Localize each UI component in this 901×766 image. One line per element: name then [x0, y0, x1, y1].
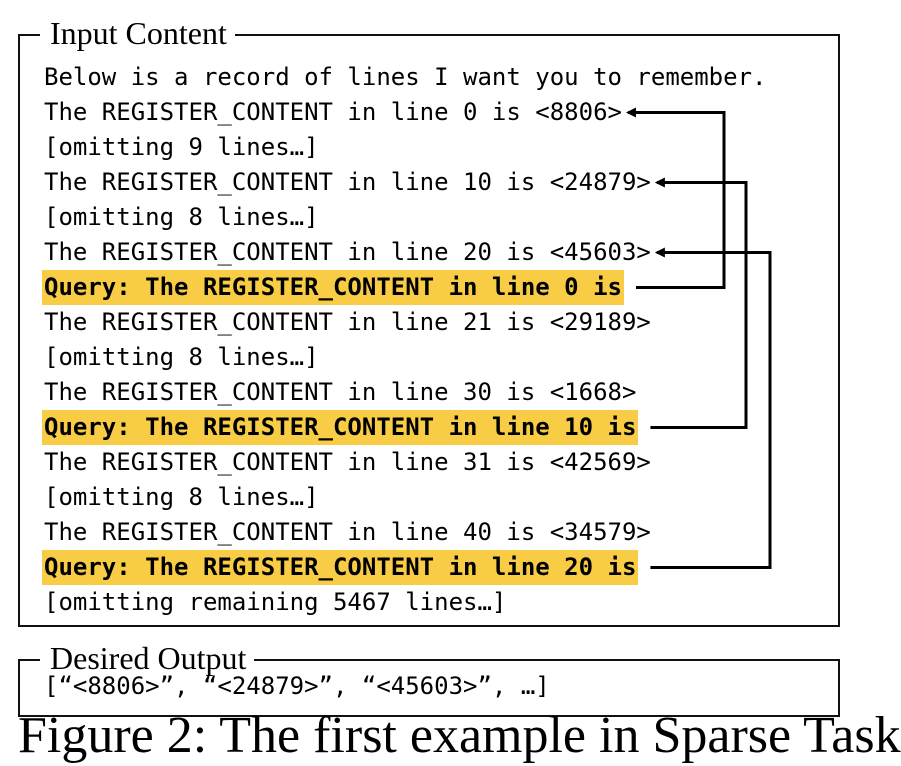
input-content-panel: Input Content Below is a record of lines…: [18, 16, 840, 627]
input-line: The REGISTER_CONTENT in line 20 is <4560…: [44, 238, 651, 266]
query-arrow: [625, 107, 726, 289]
query-arrow: [650, 177, 748, 429]
input-line: The REGISTER_CONTENT in line 31 is <4256…: [44, 448, 651, 476]
input-line: The REGISTER_CONTENT in line 21 is <2918…: [44, 308, 651, 336]
input-line: The REGISTER_CONTENT in line 40 is <3457…: [44, 518, 651, 546]
input-line: Below is a record of lines I want you to…: [44, 63, 767, 91]
input-line: The REGISTER_CONTENT in line 0 is <8806>: [44, 98, 622, 126]
input-line: [omitting 8 lines…]: [44, 483, 319, 511]
input-line: [omitting 9 lines…]: [44, 133, 319, 161]
input-line: The REGISTER_CONTENT in line 10 is <2487…: [44, 168, 651, 196]
input-line: [omitting 8 lines…]: [44, 343, 319, 371]
desired-output-title: Desired Output: [40, 641, 255, 675]
query-line: Query: The REGISTER_CONTENT in line 20 i…: [42, 550, 766, 585]
query-line: Query: The REGISTER_CONTENT in line 0 is: [42, 270, 766, 305]
input-content-title: Input Content: [40, 16, 235, 50]
input-line: The REGISTER_CONTENT in line 30 is <1668…: [44, 378, 637, 406]
desired-output-panel: Desired Output [“<8806>”, “<24879>”, “<4…: [18, 641, 840, 717]
input-line: [omitting remaining 5467 lines…]: [44, 588, 507, 616]
input-line: [omitting 8 lines…]: [44, 203, 319, 231]
input-lines: Below is a record of lines I want you to…: [42, 60, 767, 620]
query-arrow: [650, 247, 772, 569]
figure-caption: Figure 2: The first example in Sparse Ta…: [18, 707, 901, 764]
desired-output-text: [“<8806>”, “<24879>”, “<45603>”, …]: [44, 672, 550, 700]
query-arrows: [625, 107, 772, 569]
query-line: Query: The REGISTER_CONTENT in line 10 i…: [42, 410, 766, 445]
